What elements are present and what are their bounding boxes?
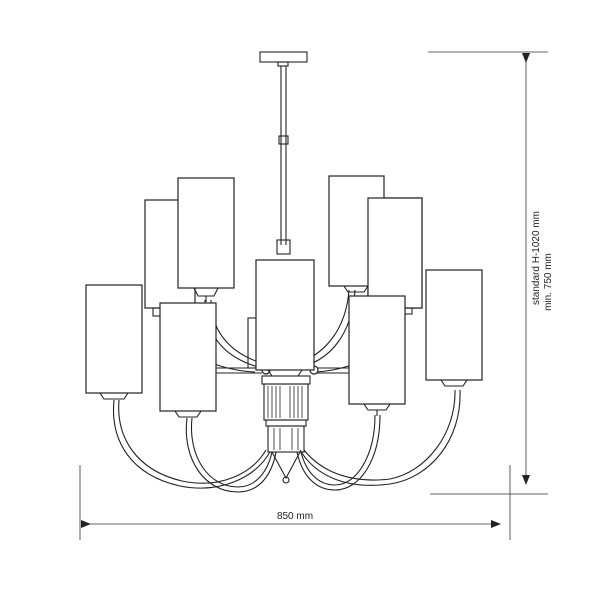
lamp-shade-upper-left <box>177 177 235 302</box>
ceiling-canopy <box>259 51 308 67</box>
lamp-shade-center <box>247 259 315 377</box>
lamp-shade-front-left <box>159 302 217 418</box>
height-standard-label: standard H-1020 mm <box>531 211 542 305</box>
lamp-shade-far-left <box>85 284 143 400</box>
lamp-shade-back-right-front <box>367 197 423 309</box>
suspension-rod <box>276 66 291 255</box>
lower-arms <box>112 389 461 493</box>
height-dimension <box>428 51 548 495</box>
lamp-shade-far-right <box>425 269 483 387</box>
central-body <box>261 375 311 484</box>
width-label: 850 mm <box>277 511 313 522</box>
width-dimension <box>79 465 511 540</box>
lamp-shade-front-right <box>348 295 406 416</box>
height-min-label: min. 750 mm <box>543 253 554 311</box>
